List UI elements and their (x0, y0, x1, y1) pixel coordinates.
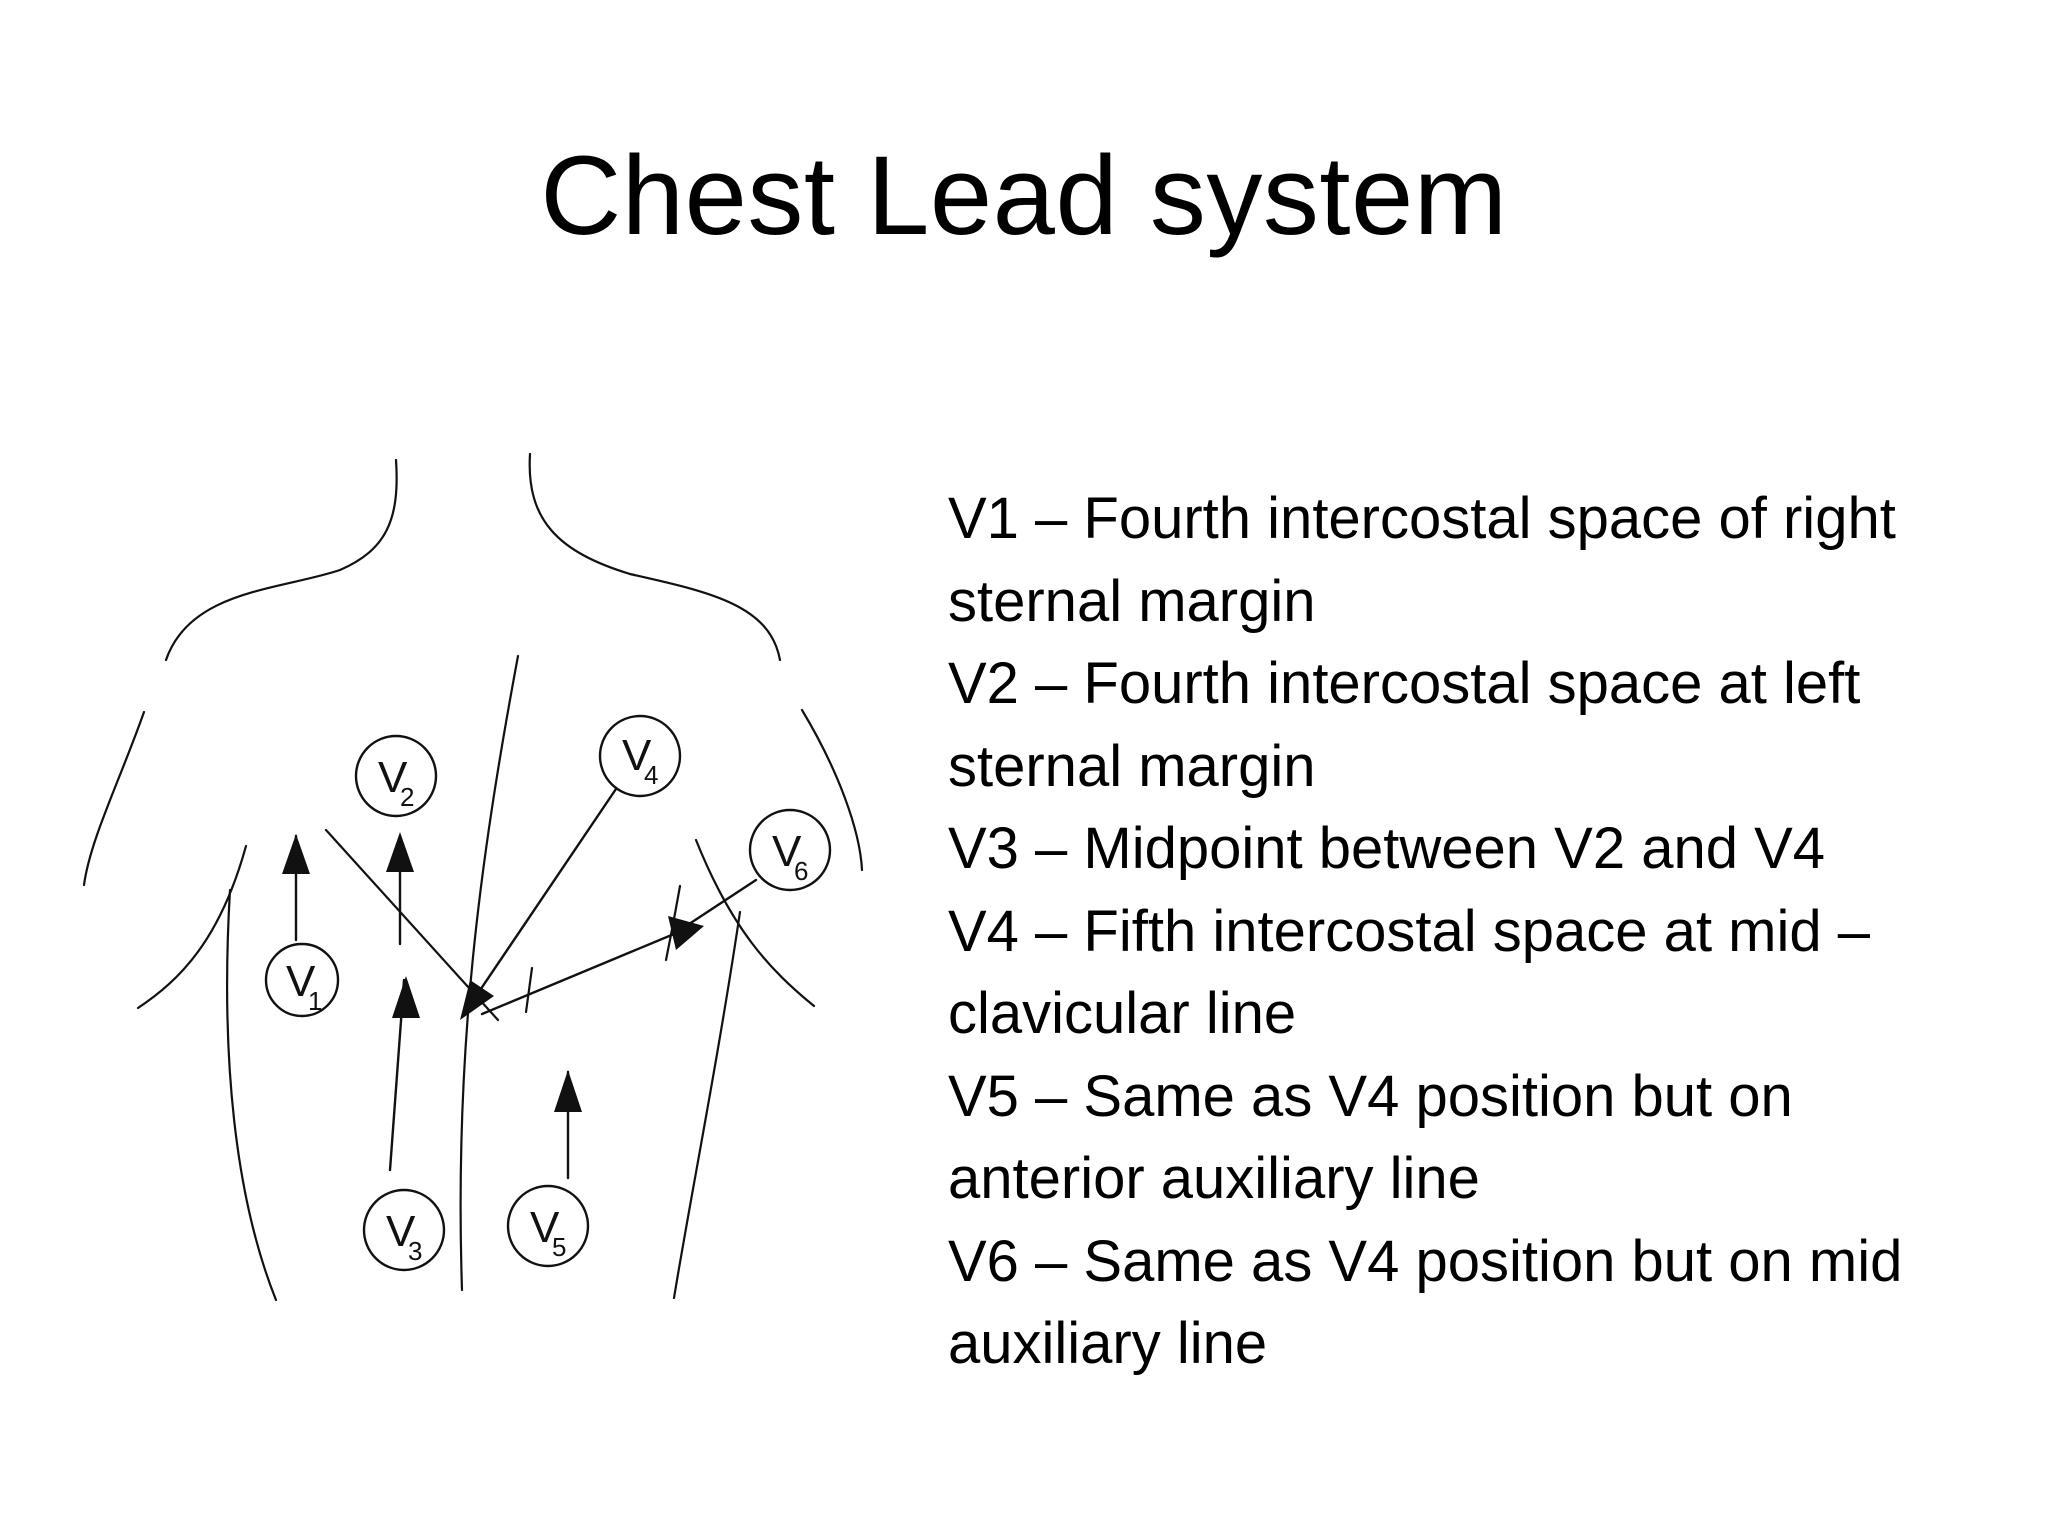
shoulder-right-line (628, 572, 782, 662)
lead-v1-badge (264, 942, 340, 1018)
lead-v5-badge (506, 1184, 590, 1268)
lead-v3: V 3 (362, 976, 446, 1272)
lead-v4-arrowhead (460, 980, 494, 1020)
lead-v4: V 4 (460, 714, 682, 1020)
lead-v2-letter: V (378, 753, 408, 802)
lead-v6-connector-line (480, 932, 676, 1016)
shoulder-left-line (164, 568, 342, 662)
neck-left-line (338, 458, 398, 572)
torso-right-line (672, 910, 742, 1300)
description-line: sternal margin (948, 733, 1316, 799)
arm-left-outer-line (82, 710, 146, 887)
lead-v3-arrowhead (392, 976, 420, 1018)
neck-right-line (528, 452, 632, 576)
lead-v6-letter: V (772, 827, 802, 876)
chest-outline-svg: V 1 V 2 V 3 V 4 (82, 452, 864, 1302)
description-line: V5 – Same as V4 position but on (948, 1063, 1793, 1129)
lead-v4-arrow-shaft (466, 784, 620, 1010)
description-line: V4 – Fifth intercostal space at mid – (948, 898, 1870, 964)
lead-v5-number: 5 (552, 1232, 566, 1262)
lead-description-list: V1 – Fourth intercostal space of right s… (948, 478, 2008, 1386)
lead-v4-letter: V (622, 731, 652, 780)
lead-v6-badge (748, 808, 832, 892)
lead-v2-badge (354, 734, 438, 818)
description-line: anterior auxiliary line (948, 1146, 1480, 1211)
slide-title: Chest Lead system (540, 133, 1508, 258)
tick-mark-1 (524, 966, 534, 1014)
armpit-left-line (136, 844, 248, 1010)
lead-v6-arrowhead (668, 916, 704, 950)
lead-v2-arrowhead (386, 832, 414, 872)
lead-v1-number: 1 (308, 986, 322, 1016)
lead-v5: V 5 (506, 1070, 590, 1268)
torso-left-line (226, 888, 278, 1302)
description-line: V3 – Midpoint between V2 and V4 (948, 816, 1826, 881)
armpit-right-line (694, 838, 816, 1008)
lead-v5-arrowhead (554, 1070, 582, 1112)
lead-v3-number: 3 (408, 1236, 422, 1266)
arm-right-outer-line (800, 708, 864, 872)
description-line: sternal margin (948, 568, 1316, 634)
lead-v4-number: 4 (644, 760, 658, 790)
lead-v1-letter: V (286, 957, 316, 1006)
lead-v1-arrowhead (282, 834, 310, 874)
description-line: auxiliary line (948, 1311, 1268, 1376)
description-line: V1 – Fourth intercostal space of right (948, 486, 1896, 551)
lead-v6: V 6 (480, 808, 832, 1016)
chest-lead-diagram: V 1 V 2 V 3 V 4 (70, 440, 890, 1320)
description-line: V6 – Same as V4 position but on mid (948, 1228, 1903, 1294)
lead-v2: V 2 (354, 734, 438, 946)
sternum-line (459, 654, 520, 1292)
lead-v6-arrow-shaft (678, 878, 758, 932)
description-line: clavicular line (948, 981, 1297, 1046)
lead-v1: V 1 (264, 834, 340, 1018)
lead-v3-badge (362, 1188, 446, 1272)
lead-v6-number: 6 (794, 856, 808, 886)
lead-v5-letter: V (530, 1203, 560, 1252)
lead-v2-number: 2 (400, 782, 414, 812)
lead-v3-letter: V (386, 1207, 416, 1256)
description-line: V2 – Fourth intercostal space at left (948, 651, 1861, 716)
lead-v4-badge (598, 714, 682, 798)
